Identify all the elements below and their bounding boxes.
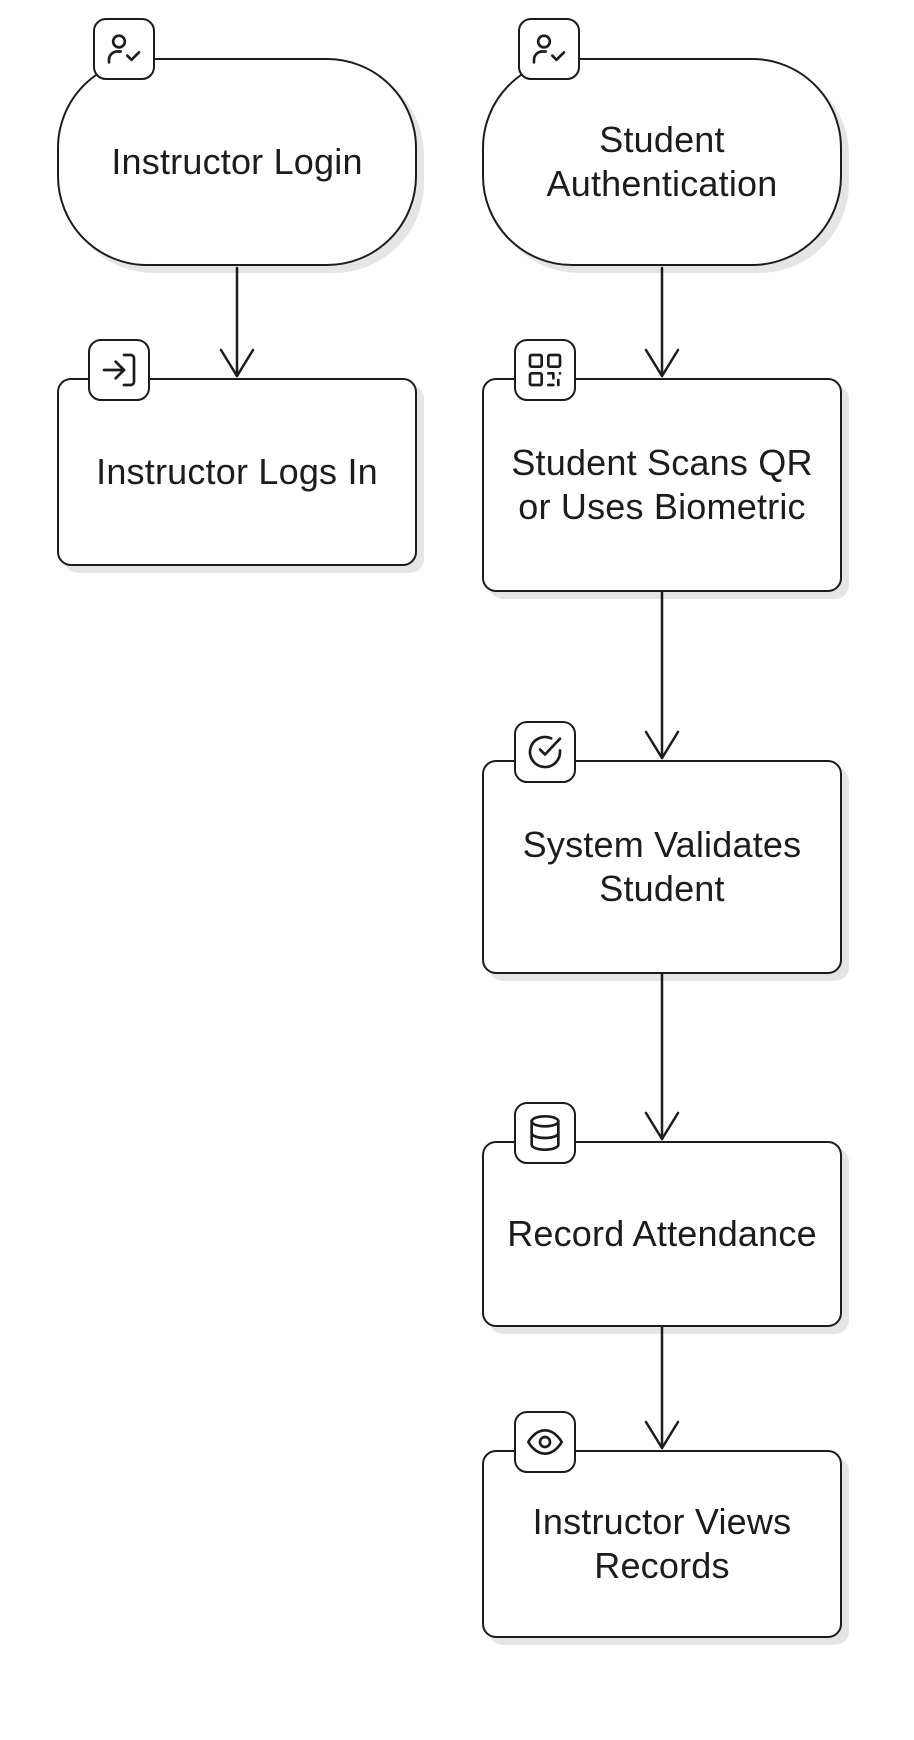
database-icon — [514, 1102, 576, 1164]
eye-icon — [514, 1411, 576, 1473]
user-check-icon — [93, 18, 155, 80]
node-instructor-login[interactable]: Instructor Login — [57, 58, 417, 266]
edge-student-auth-to-scans — [644, 266, 680, 378]
node-label: Record Attendance — [507, 1213, 817, 1254]
node-student-scans[interactable]: Student Scans QR or Uses Biometric — [482, 378, 842, 592]
node-label: Instructor Views Records — [532, 1501, 792, 1586]
user-check-icon — [518, 18, 580, 80]
check-circle-icon — [514, 721, 576, 783]
node-record-attendance[interactable]: Record Attendance — [482, 1141, 842, 1327]
node-label: Instructor Logs In — [96, 451, 378, 492]
edge-instructor-login-to-logs-in — [219, 266, 255, 378]
node-label: Student Scans QR or Uses Biometric — [511, 442, 813, 527]
node-instructor-views-records[interactable]: Instructor Views Records — [482, 1450, 842, 1638]
edge-validates-to-record — [644, 972, 680, 1141]
node-label: Instructor Login — [111, 141, 363, 182]
edge-scans-to-validates — [644, 590, 680, 760]
node-label: System Validates Student — [522, 824, 802, 909]
node-system-validates[interactable]: System Validates Student — [482, 760, 842, 974]
log-in-icon — [88, 339, 150, 401]
qr-code-icon — [514, 339, 576, 401]
edge-record-to-views — [644, 1324, 680, 1450]
node-label: Student Authentication — [546, 119, 778, 204]
node-student-authentication[interactable]: Student Authentication — [482, 58, 842, 266]
node-instructor-logs-in[interactable]: Instructor Logs In — [57, 378, 417, 566]
